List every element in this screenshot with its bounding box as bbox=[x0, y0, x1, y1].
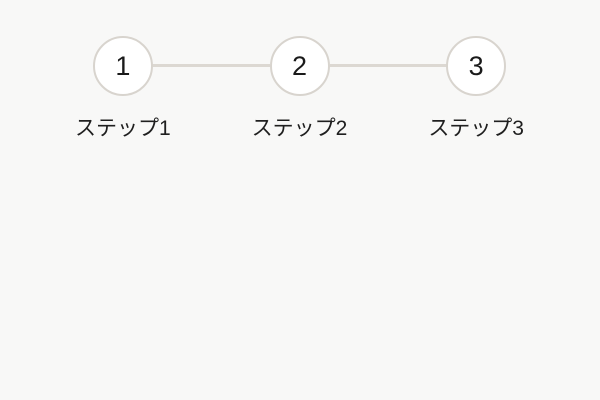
stepper-step-3[interactable]: 3 ステップ3 bbox=[428, 36, 524, 139]
step-3-label: ステップ3 bbox=[428, 117, 524, 140]
stepper-step-2[interactable]: 2 ステップ2 bbox=[251, 36, 348, 140]
step-2-label: ステップ2 bbox=[251, 117, 348, 140]
stepper: 1 ステップ1 2 ステップ2 3 ステップ3 bbox=[75, 36, 524, 139]
step-1-circle[interactable]: 1 bbox=[92, 36, 153, 96]
step-2-circle[interactable]: 2 bbox=[269, 36, 330, 96]
stepper-step-1[interactable]: 1 ステップ1 bbox=[75, 36, 171, 139]
connector-line-2-3 bbox=[330, 64, 465, 67]
step-3-circle[interactable]: 3 bbox=[446, 36, 507, 96]
connector-line-1-2 bbox=[135, 64, 270, 67]
step-1-label: ステップ1 bbox=[75, 117, 171, 140]
